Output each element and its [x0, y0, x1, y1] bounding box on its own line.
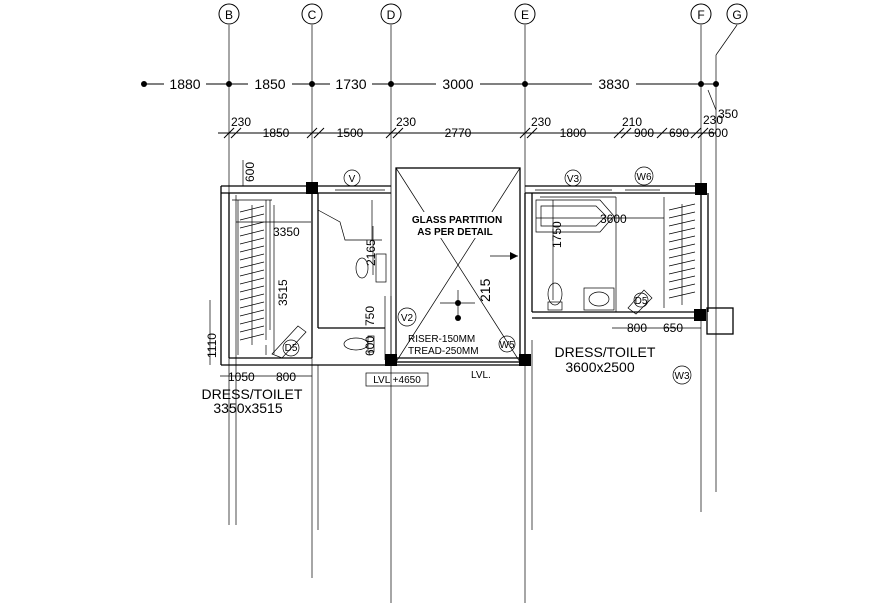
- second-dimension-labels: 230 1850 1500 230 2770 230 1800 210 900 …: [231, 107, 738, 140]
- dim-1850-b: 1850: [263, 126, 290, 140]
- level-text: LVL.: [471, 370, 491, 381]
- stair-notes: GLASS PARTITION AS PER DETAIL 215 RISER-…: [408, 212, 516, 357]
- dim-3830: 3830: [598, 76, 629, 92]
- left-room-dimensions: 600 3350 3515 1110 1050 800 2165 750 600: [205, 160, 378, 384]
- left-room-tags: V V2: [335, 169, 417, 327]
- tag-d5-left: D5: [285, 343, 298, 354]
- dim-left-600: 600: [243, 162, 257, 182]
- dim-right-800: 800: [627, 321, 647, 335]
- dim-1500: 1500: [337, 126, 364, 140]
- dim-230-c: 230: [531, 115, 551, 129]
- dim-left-800: 800: [276, 370, 296, 384]
- grid-label-d: D: [387, 8, 396, 22]
- dim-690: 690: [669, 126, 689, 140]
- grid-bubble-c: C: [301, 3, 323, 25]
- top-dimension-labels: 1880 1850 1730 3000 3830: [164, 76, 636, 92]
- grid-bubble-b: B: [218, 3, 240, 25]
- level-marker: LVL +4650 LVL.: [365, 370, 491, 387]
- tag-v: V: [349, 174, 356, 185]
- grid-label-g: G: [732, 8, 741, 22]
- grid-label-e: E: [521, 8, 529, 22]
- left-room-name: DRESS/TOILET: [202, 386, 303, 402]
- right-room-name: DRESS/TOILET: [555, 344, 656, 360]
- dim-600: 600: [708, 126, 728, 140]
- right-wardrobe-hangers: [668, 203, 696, 305]
- dim-left-3515: 3515: [276, 279, 290, 306]
- tag-d5-right: D5: [635, 296, 648, 307]
- tag-w3: W3: [675, 371, 690, 382]
- tag-v2: V2: [401, 313, 414, 324]
- level-box-text: LVL +4650: [373, 375, 421, 386]
- grid-bubble-g: G: [726, 3, 748, 25]
- dim-350: 350: [718, 107, 738, 121]
- dim-3000: 3000: [442, 76, 473, 92]
- dim-left-1110: 1110: [205, 333, 219, 358]
- dim-left-2165: 2165: [364, 239, 378, 266]
- dim-1800: 1800: [560, 126, 587, 140]
- dim-230-d: 230: [703, 113, 723, 127]
- right-room-tags: V3 W6 W3: [535, 166, 692, 385]
- right-room-walls: [524, 183, 734, 365]
- left-wardrobe-hangers: [239, 205, 265, 345]
- left-room-walls: [220, 182, 391, 366]
- grid-bubble-f: F: [690, 3, 712, 25]
- dim-left-750: 750: [363, 306, 377, 326]
- tag-w6: W6: [637, 172, 652, 183]
- dim-1880: 1880: [169, 76, 200, 92]
- tread-note: TREAD-250MM: [408, 346, 479, 357]
- grid-label-c: C: [308, 8, 317, 22]
- left-room-door: D5: [271, 325, 307, 359]
- dim-right-1750: 1750: [550, 221, 564, 248]
- glass-partition-note-1: GLASS PARTITION: [412, 215, 502, 226]
- left-room-size: 3350x3515: [213, 400, 283, 416]
- second-dimension-line: [218, 127, 716, 139]
- grid-label-f: F: [697, 8, 704, 22]
- left-toilet-fixtures: [317, 200, 392, 360]
- riser-note: RISER-150MM: [408, 334, 475, 345]
- tag-v3: V3: [567, 174, 580, 185]
- dim-1730: 1730: [335, 76, 366, 92]
- dim-230-b: 230: [396, 115, 416, 129]
- grid-bubble-d: D: [380, 3, 402, 25]
- tag-w5: W5: [500, 340, 515, 351]
- stair-area: [385, 167, 531, 366]
- dim-left-3350: 3350: [273, 225, 300, 239]
- dim-2770: 2770: [445, 126, 472, 140]
- dim-right-3600: 3600: [600, 212, 627, 226]
- right-room-size: 3600x2500: [565, 359, 635, 375]
- dim-900: 900: [634, 126, 654, 140]
- dim-left-600b: 600: [363, 336, 377, 356]
- grid-bubble-e: E: [514, 3, 536, 25]
- dim-right-650: 650: [663, 321, 683, 335]
- grid-label-b: B: [225, 8, 233, 22]
- dim-230-a: 230: [231, 115, 251, 129]
- glass-partition-note-2: AS PER DETAIL: [417, 227, 492, 238]
- dim-215: 215: [477, 278, 493, 302]
- dim-1850: 1850: [254, 76, 285, 92]
- grid-lines: [228, 24, 738, 603]
- dim-left-1050: 1050: [228, 370, 255, 384]
- right-room-fixtures: D5: [535, 199, 653, 315]
- dim-210: 210: [622, 115, 642, 129]
- right-room-dimensions: 3600 1750 800 650: [536, 200, 701, 335]
